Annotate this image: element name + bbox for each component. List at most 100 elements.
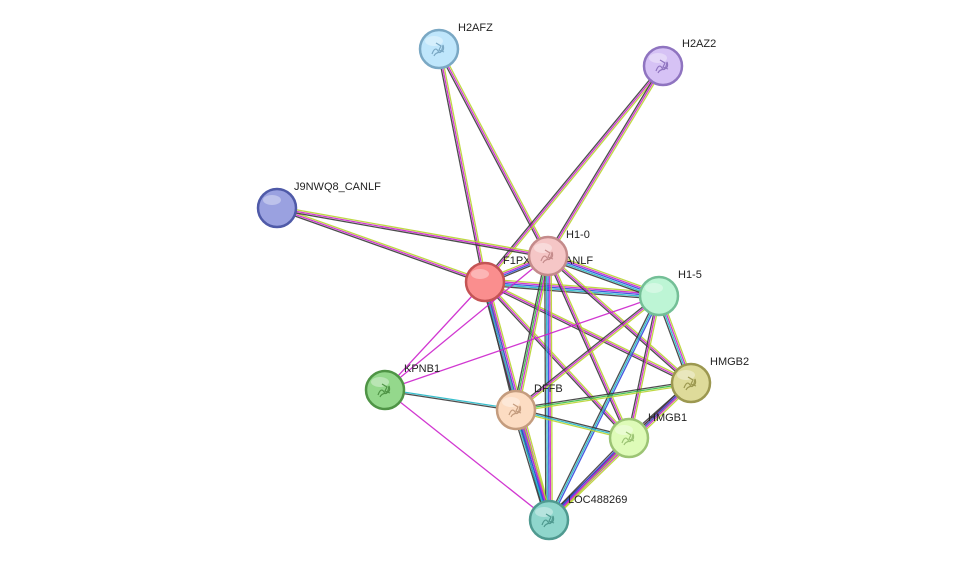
edge-H1-5-KPNB1 [384,295,660,391]
node-H2AFZ[interactable]: H2AFZ [418,22,493,70]
node-label: LOC488269 [568,494,627,506]
node-highlight [534,243,552,253]
edge-evidence-yellow [516,383,692,413]
node-label-suffix: ANLF [565,255,593,267]
edge-evidence-yellow [629,296,662,439]
edge-evidence-yellow [485,280,631,438]
node-circle[interactable] [638,275,680,317]
node-highlight [535,507,553,517]
edge-evidence-black [546,256,691,385]
structure-icon [655,59,669,74]
edge-evidence-magenta [384,281,486,391]
edge-evidence-yellow [548,66,665,258]
edge-evidence-black [513,255,547,410]
node-highlight [645,283,663,293]
edge-evidence-blue [547,255,550,521]
edge-evidence-yellow [439,48,488,282]
node-HMGB2[interactable]: HMGB2 [670,356,749,404]
edge-evidence-magenta [548,255,552,520]
node-label: H1-0 [566,229,590,241]
edge-evidence-black [514,294,659,410]
edge-evidence-yellow [485,278,660,294]
edge-evidence-magenta [276,207,549,257]
node-label: H1-5 [678,269,702,281]
edge-evidence-black [515,380,691,410]
structure-icon [508,403,522,418]
edge-evidence-magenta [276,207,486,283]
edge-F1PX_CANLF-KPNB1 [384,281,486,391]
node-H1-0[interactable]: H1-0 [527,229,590,277]
edge-evidence-yellow [277,205,486,282]
edge-evidence-blue [484,281,660,297]
edge-evidence-magenta [384,389,550,521]
edge-evidence-magenta [484,65,664,283]
edge-evidence-magenta [547,255,630,439]
node-label: HMGB2 [710,356,749,368]
edge-evidence-yellow [550,255,553,520]
edge-J9NWQ8_CANLF-F1PX_CANLF [276,205,486,285]
node-label: DFFB [534,383,563,395]
node-H2AZ2[interactable]: H2AZ2 [642,38,716,87]
edge-evidence-yellow [485,66,665,284]
edge-evidence-yellow [516,296,661,412]
edge-evidence-magenta [515,295,660,411]
edge-F1PX_CANLF-HMGB2 [484,279,692,386]
edge-H2AZ2-F1PX_CANLF [483,64,665,284]
node-highlight [649,53,667,63]
structure-icon [541,513,555,528]
edge-evidence-yellow [439,47,550,256]
node-highlight [471,269,489,279]
node-highlight [615,425,633,435]
node-label: H2AFZ [458,22,493,34]
edge-evidence-black [276,208,548,259]
node-LOC488269[interactable]: LOC488269 [528,494,627,541]
edge-evidence-black [626,295,659,438]
edge-evidence-black [484,282,691,386]
node-J9NWQ8_CANLF[interactable]: J9NWQ8_CANLF [256,181,381,229]
node-DFFB[interactable]: DFFB [495,383,563,431]
node-label: H2AZ2 [682,38,716,50]
node-circle[interactable] [256,187,298,229]
node-label: HMGB1 [648,412,687,424]
edge-evidence-magenta [547,65,664,257]
node-KPNB1[interactable]: KPNB1 [364,363,440,411]
node-highlight [677,370,695,380]
edge-evidence-cyan [548,295,660,521]
node-highlight [502,397,520,407]
node-highlight [425,36,443,46]
node-label: J9NWQ8_CANLF [294,181,381,193]
edge-evidence-magenta [547,255,692,384]
edge-evidence-green [515,382,692,411]
structure-icon [540,249,554,264]
edge-evidence-magenta [384,255,549,391]
structure-icon [621,431,635,446]
edge-H1-0-HMGB2 [546,254,693,385]
edge-evidence-magenta [484,281,692,384]
edge-evidence-black [483,64,663,282]
edge-evidence-black [546,295,659,520]
edge-evidence-black [545,256,629,439]
edge-H1-5-LOC488269 [546,295,662,521]
edge-evidence-yellow [485,279,692,383]
edge-H2AFZ-H1-0 [437,47,550,258]
edge-evidence-magenta [438,48,486,283]
edge-H1-5-DFFB [514,294,661,412]
edge-evidence-yellow [548,255,632,438]
edge-KPNB1-DFFB [384,388,517,412]
structure-icon [683,376,697,391]
edge-evidence-magenta [485,279,660,296]
node-label: KPNB1 [404,363,440,375]
edge-evidence-black [276,208,485,285]
edge-evidence-magenta [438,48,549,257]
node-circle[interactable] [464,261,506,303]
node-H1-5[interactable]: H1-5 [638,269,702,317]
edge-H1-0-HMGB1 [545,255,632,439]
node-HMGB1[interactable]: HMGB1 [608,412,687,459]
structure-icon [431,42,445,57]
node-highlight [263,195,281,205]
edge-evidence-blue [549,296,662,521]
edge-evidence-black [384,390,516,412]
